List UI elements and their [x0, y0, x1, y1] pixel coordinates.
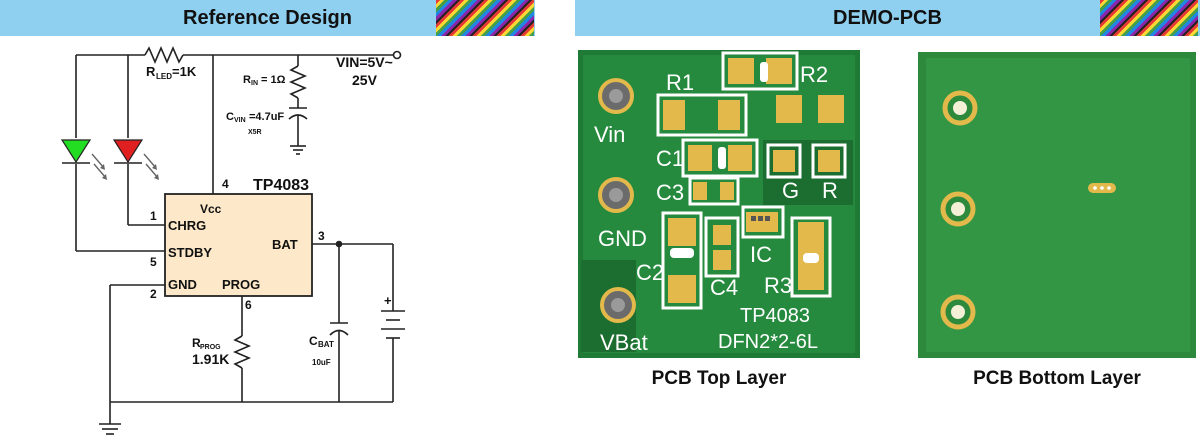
tp4083-chip	[164, 193, 313, 297]
r-in-sub: IN	[251, 80, 258, 87]
silk-gnd: GND	[598, 226, 647, 251]
red-led-icon	[112, 139, 144, 164]
pin-gnd: GND	[168, 277, 197, 292]
c-vin-type: X5R	[248, 129, 262, 136]
pin-prog: PROG	[222, 277, 260, 292]
schematic-diagram: R LED =1K R IN = 1Ω C VIN =4.7uF X5R VIN…	[60, 45, 405, 435]
pin-vcc: Vcc	[200, 202, 222, 216]
silk-c2: C2	[636, 260, 664, 285]
silk-c1: C1	[656, 146, 684, 171]
r-in-value: = 1Ω	[261, 74, 286, 86]
r-led-value: =1K	[172, 64, 197, 79]
r-led-label: R	[146, 64, 156, 79]
r-prog-label: R	[192, 336, 201, 350]
r-led-sub: LED	[156, 72, 172, 81]
pin-chrg: CHRG	[168, 218, 206, 233]
vin-range-line2: 25V	[352, 72, 378, 88]
silk-g: G	[782, 178, 799, 203]
battery-plus: +	[384, 293, 392, 308]
pin-1: 1	[150, 209, 157, 223]
header-title: DEMO-PCB	[833, 6, 942, 29]
silk-c4: C4	[710, 275, 738, 300]
silk-r: R	[822, 178, 838, 203]
pcb-top-board: Vin GND VBat R1 R2 R3 C1 C2 C3 C4 IC G R…	[578, 50, 860, 358]
pin-5: 5	[150, 255, 157, 269]
c-vin-sub: VIN	[234, 117, 246, 124]
r-prog-sub: PROG	[200, 344, 221, 351]
c-bat-value: 10uF	[312, 358, 331, 367]
silk-ic: IC	[750, 242, 772, 267]
pin-bat: BAT	[272, 237, 298, 252]
rainbow-decoration	[436, 0, 534, 36]
silk-chip-name: TP4083	[740, 305, 810, 327]
header-title: Reference Design	[183, 6, 352, 29]
pcb-bottom-board	[918, 52, 1196, 358]
silk-chip-package: DFN2*2-6L	[718, 331, 818, 353]
pin-2: 2	[150, 287, 157, 301]
silk-r3: R3	[764, 273, 792, 298]
vin-range-line1: VIN=5V~	[336, 54, 393, 70]
c-vin-label: C	[226, 111, 234, 123]
silk-vbat: VBat	[600, 330, 648, 355]
green-led-icon	[60, 139, 92, 164]
demo-pcb-header: DEMO-PCB	[575, 0, 1200, 36]
pcb-bottom-caption: PCB Bottom Layer	[973, 368, 1141, 389]
c-bat-label: C	[309, 334, 318, 348]
rainbow-decoration	[1100, 0, 1198, 36]
silk-vin: Vin	[594, 122, 625, 147]
pin-3: 3	[318, 229, 325, 243]
chip-name: TP4083	[253, 177, 309, 194]
r-prog-value: 1.91K	[192, 351, 229, 367]
silk-r2: R2	[800, 62, 828, 87]
pcb-top-caption: PCB Top Layer	[651, 368, 787, 389]
silk-c3: C3	[656, 180, 684, 205]
r-in-label: R	[243, 74, 251, 86]
c-vin-value: =4.7uF	[249, 111, 284, 123]
silk-r1: R1	[666, 70, 694, 95]
pin-stdby: STDBY	[168, 245, 212, 260]
pin-4: 4	[222, 177, 229, 191]
pin-6: 6	[245, 298, 252, 312]
c-bat-sub: BAT	[318, 340, 334, 349]
